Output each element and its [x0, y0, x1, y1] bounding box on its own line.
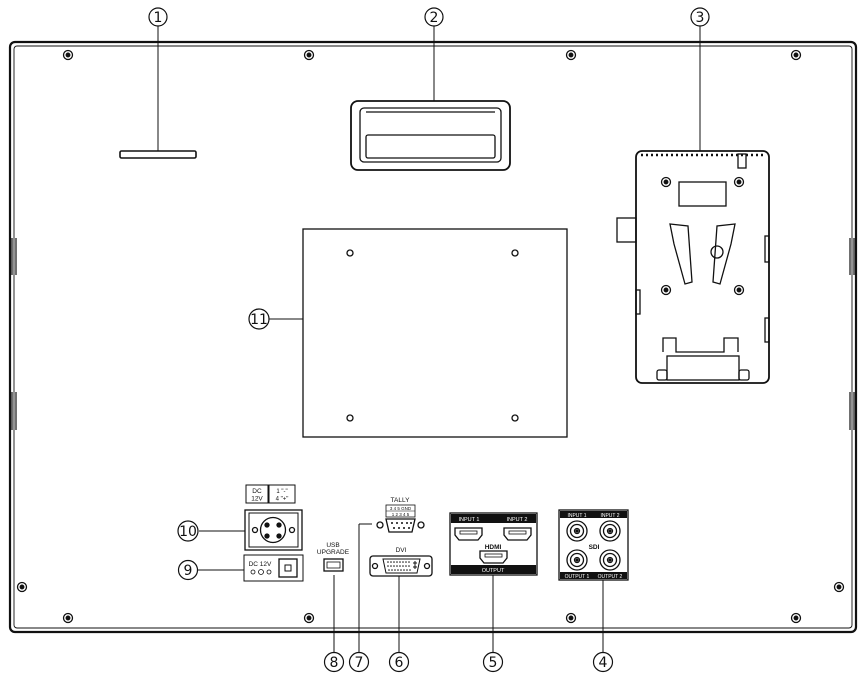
callout-5: 5 — [482, 651, 504, 673]
usb-label-line2: UPGRADE — [317, 549, 350, 556]
hdmi-output-label: OUTPUT — [482, 568, 505, 574]
callout-7: 7 — [348, 651, 370, 673]
sdi-input1-label: INPUT 1 — [567, 513, 586, 519]
screw-icon — [833, 581, 845, 593]
callout-3-number: 3 — [696, 10, 705, 26]
bnc-connector-icon — [566, 549, 588, 571]
hdmi-input1-label: INPUT 1 — [459, 517, 480, 523]
monitor-housing-inner-edge — [13, 45, 853, 629]
tally-port: TALLY 3 4 5 GND 1 2 3 4 5 — [376, 497, 425, 533]
hdmi-input2-label: INPUT 2 — [507, 517, 528, 523]
tally-row2-label: 1 2 3 4 5 — [392, 512, 410, 517]
screw-icon — [62, 612, 74, 624]
screw-icon — [565, 612, 577, 624]
dvi-label: DVI — [396, 547, 407, 554]
callout-3: 3 — [690, 7, 710, 27]
callout-leader-lines — [157, 26, 701, 652]
callout-6: 6 — [388, 651, 410, 673]
vesa-mount-area — [302, 228, 568, 438]
callout-8-number: 8 — [330, 655, 339, 671]
callout-4: 4 — [592, 651, 614, 673]
dc-voltage-label: 12V — [251, 496, 263, 503]
callout-6-number: 6 — [395, 655, 404, 671]
monitor-housing — [8, 40, 858, 634]
hdmi-ports: INPUT 1 INPUT 2 OUTPUT HDMI — [449, 512, 538, 576]
callout-8: 8 — [323, 651, 345, 673]
screw-icon — [303, 612, 315, 624]
bnc-connector-icon — [566, 520, 588, 542]
carry-handle — [350, 100, 511, 171]
dc-title-label: DC — [252, 488, 262, 495]
tally-row1-label: 3 4 5 GND — [390, 506, 412, 511]
callout-4-number: 4 — [599, 655, 608, 671]
screw-icon — [790, 612, 802, 624]
dc-barrel-jack: DC 12V — [243, 554, 304, 582]
hdmi-label: HDMI — [485, 544, 502, 551]
callout-markers: 1 2 3 11 10 9 8 7 6 5 4 — [148, 7, 710, 673]
callout-2: 2 — [424, 7, 444, 27]
dc-xlr-power-input: DC 12V 1 "-" 4 "+" — [244, 484, 303, 551]
accessory-slot — [119, 150, 197, 159]
callout-1-number: 1 — [154, 10, 163, 26]
sdi-label: SDI — [589, 544, 600, 551]
callout-5-number: 5 — [489, 655, 498, 671]
bnc-connector-icon — [599, 520, 621, 542]
callout-9: 9 — [177, 559, 199, 581]
screw-icon — [565, 49, 577, 61]
v-mount-battery-plate — [616, 150, 770, 384]
pin-bottom-label: 4 "+" — [276, 497, 289, 503]
callout-10-number: 10 — [179, 524, 197, 540]
bnc-connector-icon — [599, 549, 621, 571]
callout-2-number: 2 — [430, 10, 439, 26]
dvi-port: DVI — [369, 547, 433, 577]
screw-icon — [62, 49, 74, 61]
sdi-output2-label: OUTPUT 2 — [598, 574, 623, 580]
screw-icon — [16, 581, 28, 593]
usb-label-line1: USB — [326, 542, 339, 549]
callout-9-number: 9 — [184, 563, 193, 579]
tally-title-label: TALLY — [391, 497, 411, 504]
callout-11-number: 11 — [250, 312, 268, 328]
housing-screws — [16, 49, 845, 624]
sdi-ports: INPUT 1 INPUT 2 OUTPUT 1 OUTPUT 2 SDI — [558, 509, 629, 581]
callout-1: 1 — [148, 7, 168, 27]
callout-10: 10 — [177, 520, 199, 542]
usb-upgrade-port: USB UPGRADE — [317, 542, 350, 572]
callout-11: 11 — [248, 308, 270, 330]
screw-icon — [790, 49, 802, 61]
screw-icon — [303, 49, 315, 61]
side-tabs — [11, 238, 855, 430]
sdi-input2-label: INPUT 2 — [600, 513, 619, 519]
callout-7-number: 7 — [355, 655, 364, 671]
sdi-output1-label: OUTPUT 1 — [565, 574, 590, 580]
pin-top-label: 1 "-" — [276, 489, 287, 495]
dc-jack-label: DC 12V — [249, 561, 272, 568]
